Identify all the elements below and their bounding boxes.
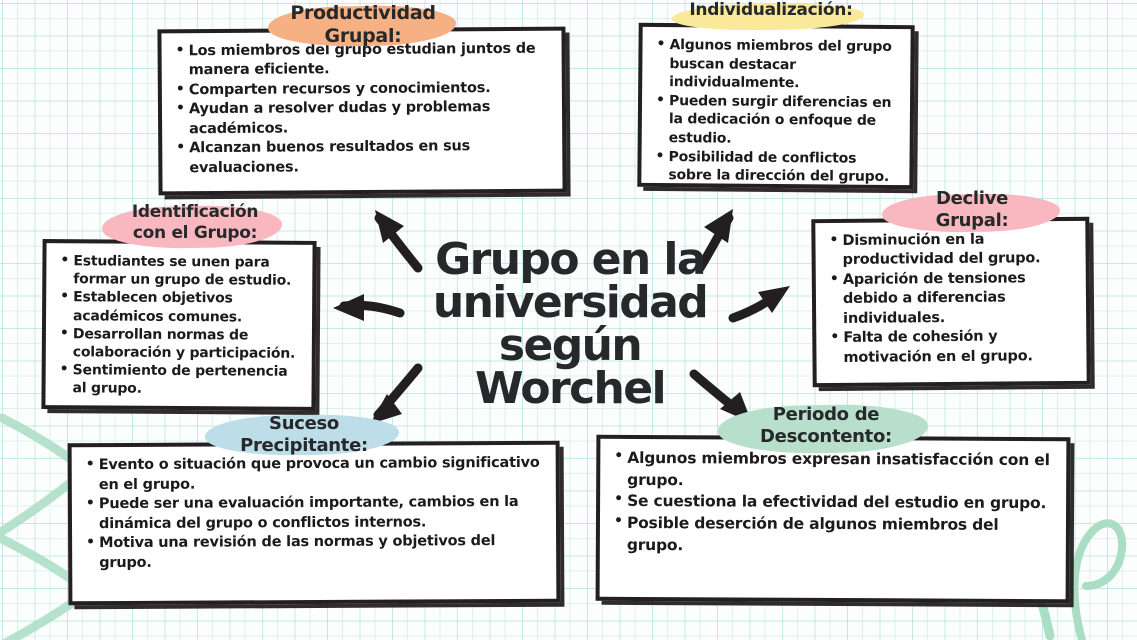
list-item: Sentimiento de pertenencia al grupo. [57,361,301,399]
list-item: Pueden surgir diferencias en la dedicaci… [654,92,900,150]
note-bullet-list: Algunos miembros expresan insatisfacción… [612,448,1057,559]
note-periodo-de-descontento[interactable]: Algunos miembros expresan insatisfacción… [595,434,1071,604]
note-bullet-list: Evento o situación que provoca un cambio… [84,454,547,574]
note-individualizacion[interactable]: Algunos miembros del grupo buscan destac… [637,22,915,190]
list-item: Evento o situación que provoca un cambio… [84,454,546,496]
note-body: Los miembros del grupo estudian juntos d… [161,31,562,185]
list-item: Alcanzan buenos resultados en sus evalua… [174,137,552,178]
list-item: Se cuestiona la efectividad del estudio … [612,491,1056,515]
list-item: Algunos miembros del grupo buscan destac… [654,36,900,94]
note-identificacion-con-el-grupo[interactable]: Estudiantes se unen para formar un grupo… [41,239,317,411]
list-item: Falta de cohesión y motivación en el gru… [828,327,1076,368]
note-bullet-list: Algunos miembros del grupo buscan destac… [653,36,900,187]
note-suceso-precipitante[interactable]: Evento o situación que provoca un cambio… [67,440,561,606]
list-item: Aparición de tensiones debido a diferenc… [828,269,1076,329]
note-productividad-grupal[interactable]: Los miembros del grupo estudian juntos d… [157,26,567,196]
list-item: Comparten recursos y conocimientos. [174,79,552,101]
center-title: Grupo en la universidad según Worchel [432,234,709,415]
list-item: Motiva una revisión de las normas y obje… [84,532,546,574]
note-bullet-list: Estudiantes se unen para formar un grupo… [57,252,302,399]
list-item: Establecen objetivos académicos comunes. [58,289,302,327]
list-item: Puede ser una evaluación importante, cam… [84,493,546,535]
list-item: Desarrollan normas de colaboración y par… [58,325,302,363]
note-body: Algunos miembros del grupo buscan destac… [641,27,910,193]
note-body: Estudiantes se unen para formar un grupo… [45,243,312,405]
note-bullet-list: Los miembros del grupo estudian juntos d… [174,40,553,179]
note-body: Disminución en la productividad del grup… [815,221,1086,374]
list-item: Algunos miembros expresan insatisfacción… [612,448,1056,494]
list-item: Ayudan a resolver dudas y problemas acad… [174,98,552,139]
note-bullet-list: Disminución en la productividad del grup… [827,230,1076,368]
list-item: Disminución en la productividad del grup… [827,230,1075,271]
note-body: Algunos miembros expresan insatisfacción… [600,439,1067,565]
list-item: Posibilidad de conflictos sobre la direc… [653,148,899,187]
list-item: Posible deserción de algunos miembros de… [612,513,1056,559]
list-item: Los miembros del grupo estudian juntos d… [174,40,552,81]
note-declive-grupal[interactable]: Disminución en la productividad del grup… [811,216,1091,388]
note-body: Evento o situación que provoca un cambio… [72,445,557,580]
list-item: Estudiantes se unen para formar un grupo… [58,252,302,290]
